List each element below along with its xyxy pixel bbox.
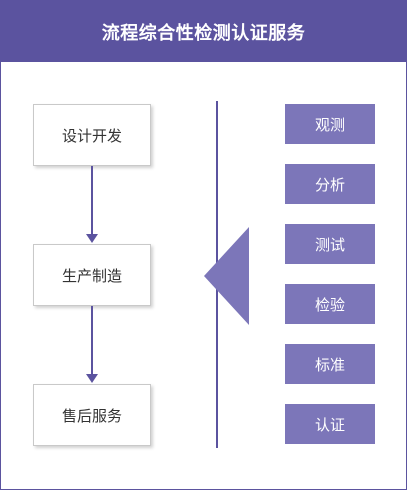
flow-arrowhead-1	[86, 234, 98, 243]
diagram-title: 流程综合性检测认证服务	[101, 22, 306, 44]
left-pointer-triangle	[204, 227, 249, 325]
service-standard: 标准	[285, 344, 375, 384]
service-inspect: 检验	[285, 284, 375, 324]
service-certify: 认证	[285, 404, 375, 444]
service-test: 测试	[285, 224, 375, 264]
step-design-development: 设计开发	[33, 104, 151, 166]
flow-connector-2	[91, 306, 93, 374]
header-bar: 流程综合性检测认证服务	[1, 1, 406, 62]
service-analyze: 分析	[285, 164, 375, 204]
flow-connector-1	[91, 166, 93, 234]
service-observe: 观测	[285, 104, 375, 144]
step-after-sales-service: 售后服务	[33, 384, 151, 446]
step-manufacturing: 生产制造	[33, 244, 151, 306]
flow-arrowhead-2	[86, 374, 98, 383]
